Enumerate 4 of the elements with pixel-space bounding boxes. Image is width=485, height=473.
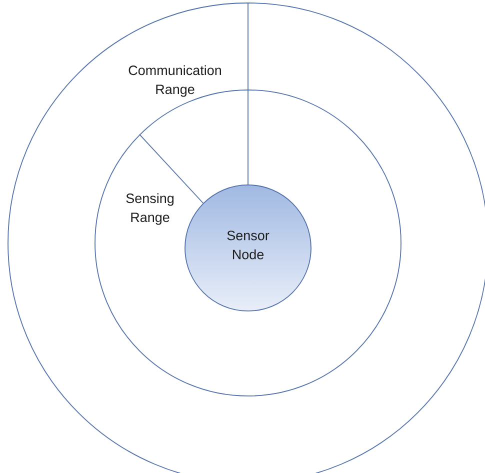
node-label: Sensor Node <box>227 230 270 260</box>
sensor-node-circle <box>184 184 312 312</box>
node-label: Communication Range <box>128 65 221 97</box>
node-label: Sensing Range <box>126 193 174 225</box>
